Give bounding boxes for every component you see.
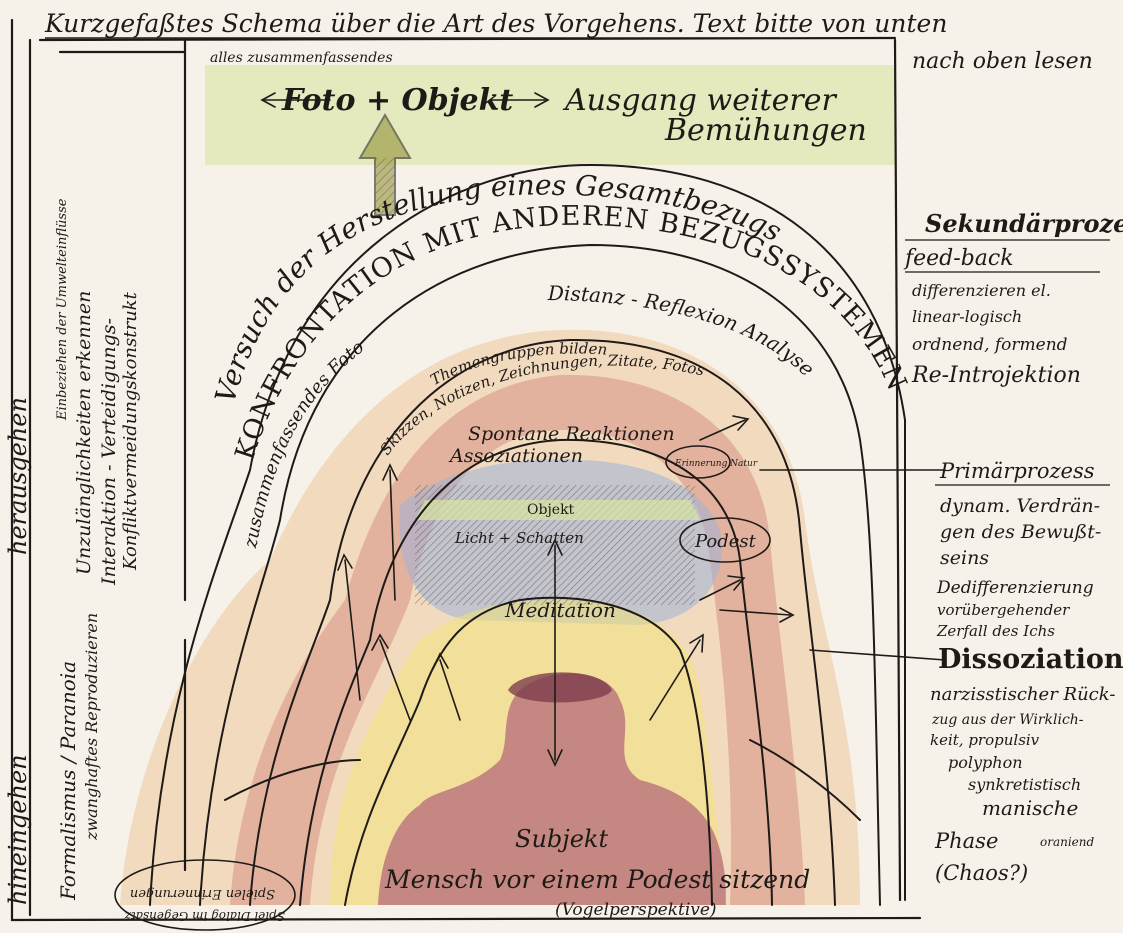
prim-line-6: Zerfall des Ichs	[936, 622, 1055, 640]
feedback-label: feed-back	[903, 246, 1014, 271]
sekundaerprozess-title: Sekundärprozess	[925, 209, 1123, 238]
hineingehen-label: hineingehen	[4, 754, 32, 905]
diss-line-1: narzisstischer Rück-	[930, 684, 1115, 705]
summary-small-label: alles zusammenfassendes	[210, 50, 393, 66]
diss-line-5: synkretistisch	[968, 775, 1081, 794]
sek-line-1: differenzieren el.	[912, 281, 1051, 300]
corner-line-1: Spielen Erinnerungen	[130, 886, 275, 901]
interaktion-label: Interaktion - Verteidigungs-	[98, 318, 120, 586]
diss-line-8: (Chaos?)	[935, 861, 1028, 885]
formalismus-label: Formalismus / Paranoia	[56, 661, 80, 901]
sek-line-4: Re-Introjektion	[911, 363, 1081, 388]
schema-title: Kurzgefaßtes Schema über die Art des Vor…	[44, 9, 947, 38]
corner-line-2: Spiel Dialog im Gegensatz	[124, 909, 285, 923]
foto-objekt-label: Foto + Objekt	[281, 83, 513, 118]
vogelperspektive-label: (Vogelperspektive)	[555, 900, 717, 920]
licht-schatten-label: Licht + Schatten	[454, 529, 584, 547]
sek-line-3: ordnend, formend	[912, 335, 1068, 355]
diss-line-4: polyphon	[948, 753, 1023, 772]
prim-line-2: gen des Bewußt-	[940, 521, 1101, 543]
prim-line-5: vorübergehender	[937, 601, 1070, 619]
umwelteinfluesse-label: Einbeziehen der Umwelteinflüsse	[55, 198, 70, 421]
diss-aside: oraniend	[1040, 835, 1095, 849]
ausgang-label-2: Bemühungen	[664, 113, 867, 148]
dissoziation-label: Dissoziation	[938, 644, 1123, 675]
prim-line-1: dynam. Verdrän-	[940, 495, 1100, 517]
meditation-label: Meditation	[504, 598, 616, 622]
subjekt-label: Subjekt	[515, 825, 608, 853]
diss-line-2: zug aus der Wirklich-	[931, 712, 1084, 728]
assoziationen-label: Assoziationen	[448, 445, 583, 467]
diss-line-3: keit, propulsiv	[930, 731, 1040, 749]
podest-label: Podest	[694, 531, 757, 552]
prim-line-4: Dedifferenzierung	[936, 578, 1094, 598]
objekt-label: Objekt	[527, 502, 575, 518]
diss-line-7: Phase	[934, 829, 998, 853]
schema-title-continued: nach oben lesen	[912, 49, 1093, 74]
erinnerung-natur-label: Erinnerung Natur	[674, 459, 758, 469]
diss-line-6: manische	[982, 796, 1078, 820]
zwanghaftes-label: zwanghaftes Reproduzieren	[82, 613, 101, 841]
mensch-label: Mensch vor einem Podest sitzend	[384, 865, 810, 894]
spontane-reaktionen-label: Spontane Reaktionen	[468, 423, 675, 445]
prim-line-3: seins	[940, 547, 989, 569]
konfliktvermeidung-label: Konfliktvermeidungskonstrukt	[120, 291, 141, 571]
unzulaenglichkeiten-label: Unzulänglichkeiten erkennen	[73, 291, 95, 575]
herausgehen-label: herausgehen	[4, 397, 32, 555]
primaerprozess-title: Primärprozess	[939, 459, 1095, 483]
sek-line-2: linear-logisch	[912, 307, 1022, 326]
